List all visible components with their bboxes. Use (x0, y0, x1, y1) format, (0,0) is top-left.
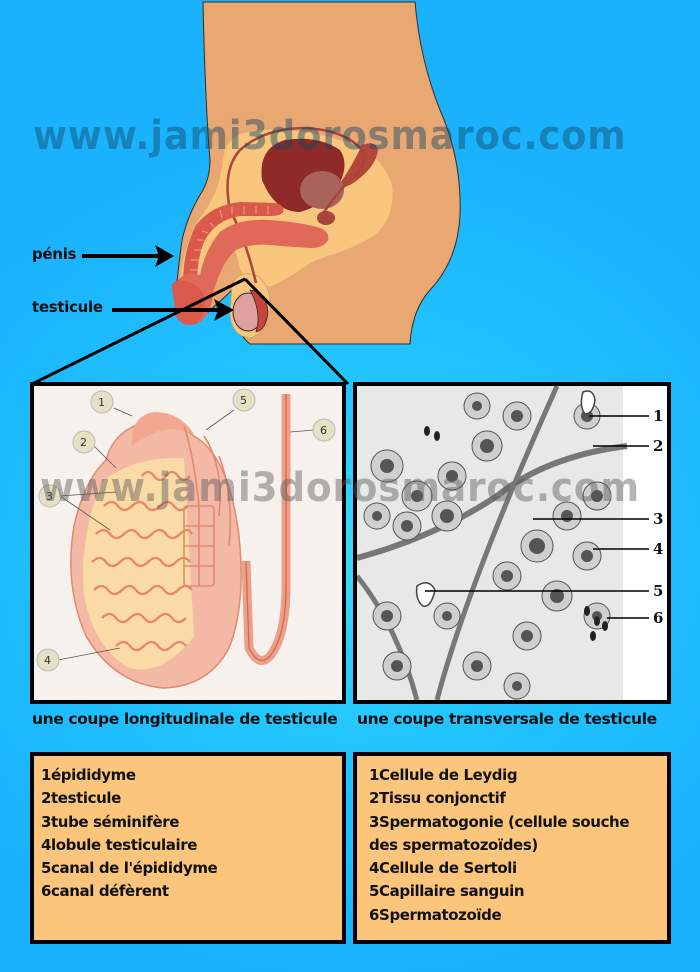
svg-text:1: 1 (98, 396, 105, 409)
longitudinal-markers: 1 2 3 4 5 6 (36, 388, 336, 672)
male-anatomy-illustration (31, 1, 461, 386)
testicule-label: testicule (32, 298, 103, 316)
legend-item: 1épididyme (41, 766, 136, 784)
legend-item: 6canal défèrent (41, 882, 169, 901)
svg-text:3: 3 (653, 510, 663, 528)
longitudinal-section-panel: 1 2 3 4 5 6 (30, 382, 346, 704)
svg-text:1: 1 (653, 407, 663, 425)
svg-text:4: 4 (653, 540, 663, 558)
transversal-legend: 1Cellule de Leydig 2Tissu conjonctif 3Sp… (353, 752, 671, 944)
penis-label: pénis (32, 245, 77, 263)
svg-text:2: 2 (80, 436, 87, 449)
svg-text:3: 3 (46, 490, 53, 503)
legend-item: 3tube séminifère (41, 812, 179, 831)
transversal-caption: une coupe transversale de testicule (357, 710, 657, 728)
svg-text:2: 2 (653, 437, 663, 455)
svg-text:6: 6 (653, 609, 663, 627)
corpus-cavernosum (175, 219, 329, 325)
corpus-spongiosum (183, 202, 284, 310)
legend-item: 4Cellule de Sertoli (369, 859, 517, 878)
legend-item: 5canal de l'épididyme (41, 859, 218, 878)
cowper-gland (317, 211, 335, 225)
legend-item: 2Tissu conjonctif (369, 789, 506, 808)
legend-item: 1Cellule de Leydig (369, 766, 518, 784)
svg-text:5: 5 (653, 582, 663, 600)
legend-item: des spermatozoïdes) (369, 835, 538, 854)
transversal-section-illustration: 1 2 3 4 5 6 (357, 386, 667, 700)
legend-item: 5Capillaire sanguin (369, 882, 525, 901)
glans (171, 280, 205, 325)
legend-item: 3Spermatogonie (cellule souche (369, 812, 630, 831)
transversal-section-panel: 1 2 3 4 5 6 (353, 382, 671, 704)
penis-arrow (82, 245, 174, 267)
longitudinal-legend: 1épididyme 2testicule 3tube séminifère 4… (30, 752, 346, 944)
legend-item: 2testicule (41, 789, 121, 808)
legend-item: 4lobule testiculaire (41, 835, 197, 854)
transversal-markers (425, 415, 649, 619)
svg-text:6: 6 (320, 424, 327, 437)
testicule-arrow (112, 299, 234, 321)
svg-text:4: 4 (44, 654, 51, 667)
seminal-vesicle (338, 143, 378, 187)
zoom-line-right (243, 277, 350, 386)
legend-item: 6Spermatozoïde (369, 905, 502, 924)
longitudinal-caption: une coupe longitudinale de testicule (32, 710, 338, 728)
transversal-marker-numbers: 1 2 3 4 5 6 (653, 407, 663, 627)
longitudinal-section-illustration: 1 2 3 4 5 6 (36, 388, 336, 689)
prostate (300, 171, 344, 209)
zoom-line-left (31, 277, 246, 386)
svg-text:5: 5 (240, 394, 247, 407)
